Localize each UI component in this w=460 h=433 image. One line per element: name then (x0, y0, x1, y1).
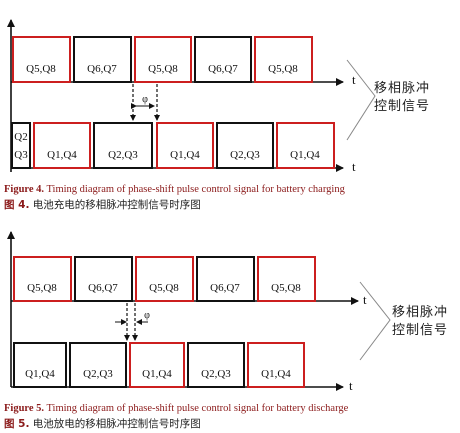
fig4-top-label-5: Q5,Q8 (268, 63, 298, 75)
fig5-top-pulse (13, 256, 72, 302)
fig4-bottom-first-label-2: Q3 (14, 149, 28, 161)
fig5-bottom-label-4: Q2,Q3 (201, 368, 231, 380)
fig4-top-pulse (134, 36, 192, 83)
fig4-caption-zh-text: 电池充电的移相脉冲控制信号时序图 (29, 199, 201, 211)
fig4-bottom-label-4: Q2,Q3 (230, 149, 260, 161)
fig5-bottom-label-5: Q1,Q4 (261, 368, 291, 380)
fig4-top-label-1: Q5,Q8 (26, 63, 56, 75)
fig5-top-label-1: Q5,Q8 (27, 282, 57, 294)
fig4-bottom-pulse (11, 122, 31, 169)
fig5-bottom-pulse (13, 342, 67, 388)
figure4-diagram: Q5,Q8 Q6,Q7 Q5,Q8 Q6,Q7 Q5,Q8 t φ Q2 Q3 … (7, 19, 376, 174)
fig4-top-pulse (12, 36, 71, 83)
fig5-side-label-line2: 控制信号 (392, 323, 449, 338)
fig5-caption-en-text: Timing diagram of phase-shift pulse cont… (44, 403, 349, 414)
fig4-bracket (346, 59, 376, 141)
fig5-top-axis-label: t (363, 292, 367, 307)
fig5-bottom-axis-label: t (349, 378, 353, 393)
fig5-bracket (359, 281, 391, 361)
fig5-bottom-pulse (247, 342, 305, 388)
fig5-top-label-4: Q6,Q7 (210, 282, 240, 294)
fig4-top-label-2: Q6,Q7 (87, 63, 117, 75)
fig5-bottom-label-3: Q1,Q4 (142, 368, 172, 380)
fig4-bottom-pulse (276, 122, 335, 169)
fig5-top-pulse (135, 256, 194, 302)
fig5-side-label: 移相脉冲 控制信号 (392, 304, 448, 340)
fig4-bottom-axis-label: t (352, 159, 356, 174)
fig5-top-pulse (257, 256, 316, 302)
fig5-caption-zh-number: 图 5. (4, 418, 30, 430)
fig4-top-axis-label: t (352, 72, 356, 87)
fig4-caption-zh-number: 图 4. (4, 199, 30, 211)
fig4-bottom-pulse (93, 122, 153, 169)
fig4-caption-en-number: Figure 4. (4, 184, 45, 195)
fig5-bottom-pulse (129, 342, 185, 388)
fig4-top-label-4: Q6,Q7 (208, 63, 238, 75)
fig4-top-pulse (194, 36, 252, 83)
fig5-bottom-label-2: Q2,Q3 (83, 368, 113, 380)
fig4-bottom-first-label-1: Q2 (14, 131, 27, 143)
fig4-caption-en-text: Timing diagram of phase-shift pulse cont… (44, 184, 345, 195)
fig5-caption-zh: 图 5. 电池放电的移相脉冲控制信号时序图 (4, 418, 201, 430)
fig5-bottom-pulse (69, 342, 127, 388)
fig4-bottom-pulse (156, 122, 214, 169)
fig4-side-label: 移相脉冲 控制信号 (374, 80, 430, 116)
fig4-bottom-label-2: Q2,Q3 (108, 149, 138, 161)
fig5-top-label-2: Q6,Q7 (88, 282, 118, 294)
fig4-side-label-line2: 控制信号 (374, 99, 431, 114)
fig5-bottom-pulse (187, 342, 245, 388)
fig5-top-label-3: Q5,Q8 (149, 282, 179, 294)
fig5-top-label-5: Q5,Q8 (271, 282, 301, 294)
fig4-caption-en: Figure 4. Timing diagram of phase-shift … (4, 184, 345, 196)
fig4-bottom-label-3: Q1,Q4 (170, 149, 200, 161)
fig4-top-pulse (254, 36, 313, 83)
fig5-caption-en: Figure 5. Timing diagram of phase-shift … (4, 403, 348, 415)
fig5-top-pulse (196, 256, 255, 302)
fig4-phase-symbol: φ (142, 94, 148, 105)
fig4-top-pulse (73, 36, 132, 83)
fig4-top-label-3: Q5,Q8 (148, 63, 178, 75)
fig4-bottom-label-1: Q1,Q4 (47, 149, 77, 161)
fig5-caption-en-number: Figure 5. (4, 403, 45, 414)
fig4-bottom-pulse (216, 122, 274, 169)
fig4-side-label-line1: 移相脉冲 (374, 81, 431, 96)
fig4-bottom-pulse (33, 122, 91, 169)
figure5-diagram: Q5,Q8 Q6,Q7 Q5,Q8 Q6,Q7 Q5,Q8 t φ Q1,Q4 … (7, 231, 391, 393)
fig5-phase-symbol: φ (144, 310, 150, 321)
fig5-bottom-label-1: Q1,Q4 (25, 368, 55, 380)
fig4-bottom-label-5: Q1,Q4 (290, 149, 320, 161)
fig5-side-label-line1: 移相脉冲 (392, 305, 449, 320)
fig5-top-pulse (74, 256, 133, 302)
fig4-caption-zh: 图 4. 电池充电的移相脉冲控制信号时序图 (4, 199, 201, 211)
fig5-caption-zh-text: 电池放电的移相脉冲控制信号时序图 (29, 418, 201, 430)
